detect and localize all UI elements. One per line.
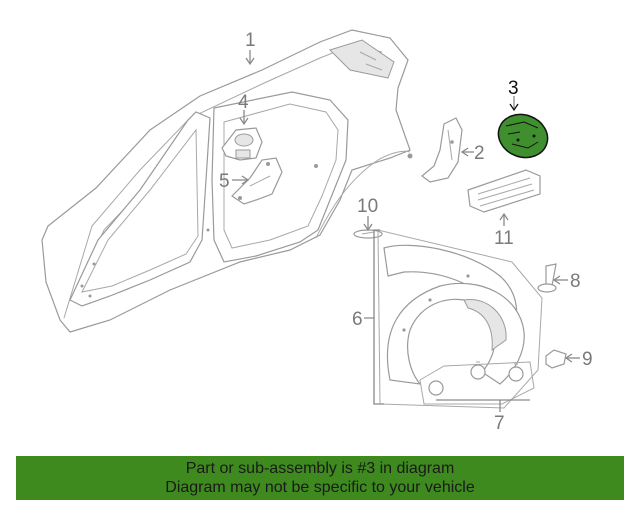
banner-line-part-number: Part or sub-assembly is #3 in diagram bbox=[185, 460, 455, 477]
part-3-fuel-door-highlighted bbox=[497, 113, 549, 159]
part-7-fasteners bbox=[419, 361, 535, 405]
banner-background bbox=[16, 456, 624, 500]
part-9-clip bbox=[545, 349, 567, 369]
part-6-wheelhouse-liner bbox=[377, 229, 543, 409]
part-2-bracket bbox=[421, 117, 463, 183]
callout-10: 10 bbox=[357, 196, 378, 217]
leader-lines bbox=[232, 50, 580, 412]
callout-4: 4 bbox=[238, 92, 249, 113]
banner-line-disclaimer: Diagram may not be specific to your vehi… bbox=[165, 479, 475, 496]
part-4-bracket bbox=[221, 127, 263, 161]
callout-2: 2 bbox=[474, 143, 485, 164]
part-11-pressure-vent bbox=[467, 169, 541, 213]
fitment-notice-banner: Part or sub-assembly is #3 in diagram Di… bbox=[16, 456, 624, 500]
part-8-push-pin bbox=[537, 263, 557, 293]
callout-9: 9 bbox=[582, 349, 593, 370]
callout-7: 7 bbox=[494, 413, 505, 434]
callout-labels: 1 2 3 4 5 6 7 8 9 10 11 bbox=[219, 30, 593, 434]
callout-8: 8 bbox=[570, 271, 581, 292]
callout-5: 5 bbox=[219, 171, 230, 192]
callout-1: 1 bbox=[245, 30, 256, 51]
callout-3: 3 bbox=[508, 78, 519, 99]
part-5-reinforcement bbox=[231, 157, 283, 205]
callout-6: 6 bbox=[352, 309, 363, 330]
callout-11: 11 bbox=[494, 228, 514, 249]
